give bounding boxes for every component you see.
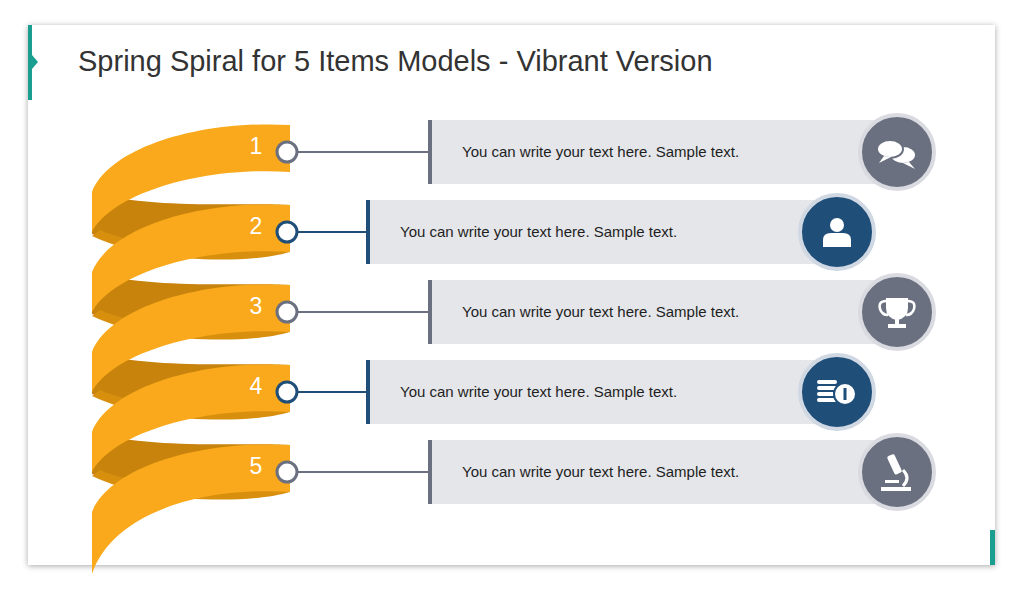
text-bar: You can write your text here. Sample tex…: [366, 360, 840, 424]
item-number: 4: [250, 373, 263, 400]
trophy-icon: [860, 275, 934, 349]
chat-icon: [860, 115, 934, 189]
text-bar: You can write your text here. Sample tex…: [428, 280, 900, 344]
text-bar: You can write your text here. Sample tex…: [428, 440, 900, 504]
item-number: 1: [250, 133, 263, 160]
spiral-front: [92, 444, 290, 574]
item-number: 5: [250, 453, 263, 480]
leader-line: [297, 151, 428, 153]
accent-bar: [28, 25, 32, 100]
text-bar: You can write your text here. Sample tex…: [366, 200, 840, 264]
item-text: You can write your text here. Sample tex…: [400, 223, 677, 242]
item-text: You can write your text here. Sample tex…: [462, 303, 739, 322]
leader-line: [297, 391, 366, 393]
leader-dot: [277, 462, 297, 482]
coins-icon: [800, 355, 874, 429]
item-text: You can write your text here. Sample tex…: [462, 143, 739, 162]
accent-bar: [990, 530, 995, 565]
text-bar: You can write your text here. Sample tex…: [428, 120, 900, 184]
item-text: You can write your text here. Sample tex…: [400, 383, 677, 402]
leader-dot: [277, 142, 297, 162]
leader-dot: [277, 302, 297, 322]
item-text: You can write your text here. Sample tex…: [462, 463, 739, 482]
person-icon: [800, 195, 874, 269]
leader-line: [297, 231, 366, 233]
leader-line: [297, 471, 428, 473]
leader-dot: [277, 222, 297, 242]
accent-arrow: [32, 55, 38, 69]
slide-title: Spring Spiral for 5 Items Models - Vibra…: [78, 45, 713, 78]
leader-dot: [277, 382, 297, 402]
leader-line: [297, 311, 428, 313]
item-number: 3: [250, 293, 263, 320]
microscope-icon: [860, 435, 934, 509]
item-number: 2: [250, 213, 263, 240]
